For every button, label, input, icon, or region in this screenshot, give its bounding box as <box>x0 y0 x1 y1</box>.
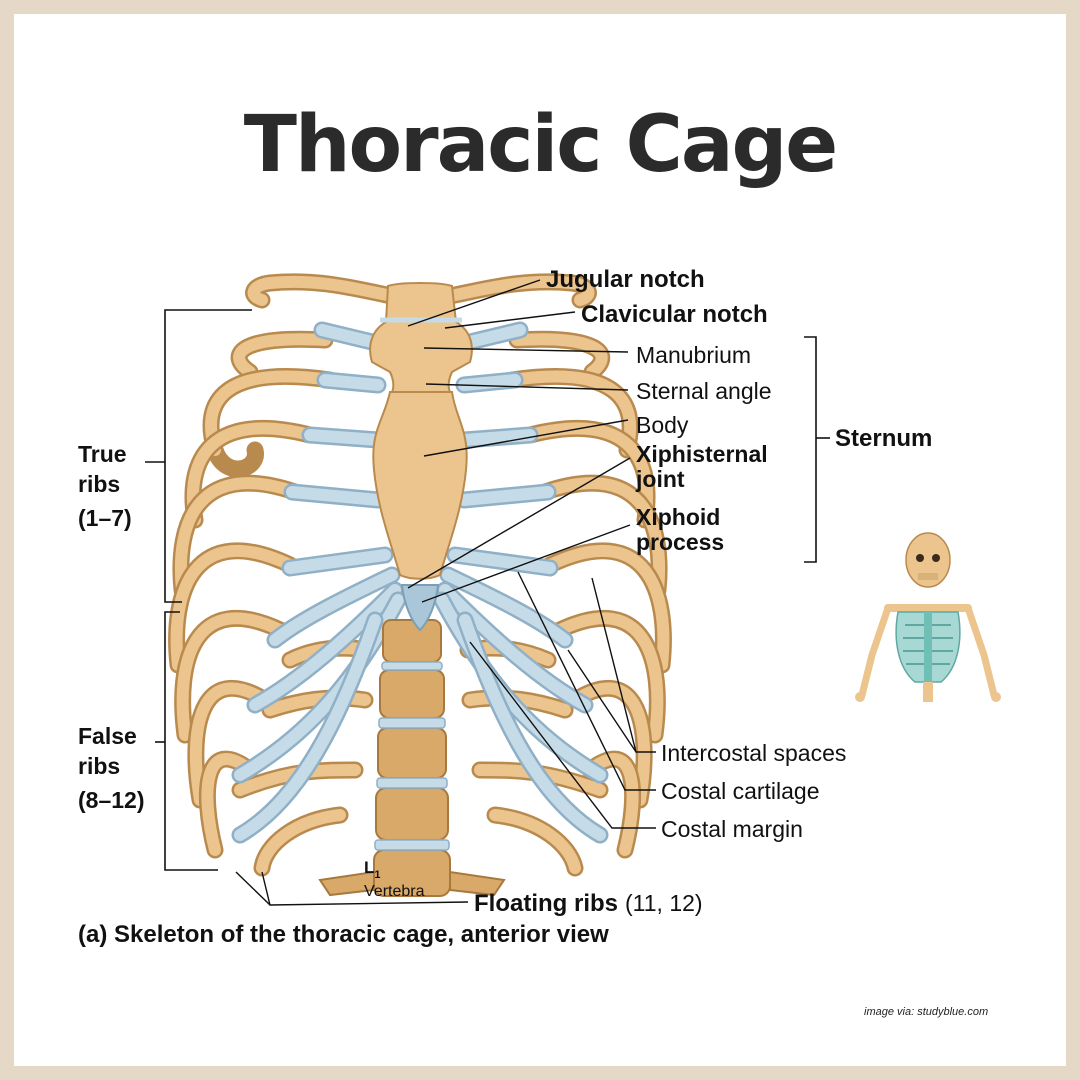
true-ribs-bracket <box>164 309 252 603</box>
sternum-bracket <box>804 336 817 563</box>
false-ribs-bracket <box>164 611 218 871</box>
image-credit: image via: studyblue.com <box>864 1006 989 1018</box>
label-sternum: Sternum <box>835 425 932 452</box>
brackets <box>145 309 830 871</box>
label-false-ribs-3: (8–12) <box>78 787 144 813</box>
label-true-ribs-1: True <box>78 441 127 467</box>
label-intercostal-spaces: Intercostal spaces <box>661 740 846 766</box>
label-vertebra: Vertebra <box>364 883 425 900</box>
manubrium-bone <box>369 282 473 393</box>
label-xiphisternal-joint-1: Xiphisternal <box>636 441 768 467</box>
labels: Jugular notch Clavicular notch Manubrium… <box>78 266 932 948</box>
label-true-ribs-3: (1–7) <box>78 505 132 531</box>
label-l1-subscript: 1 <box>374 869 380 881</box>
label-false-ribs-2: ribs <box>78 753 120 779</box>
intervertebral-discs <box>374 661 450 851</box>
label-clavicular-notch: Clavicular notch <box>581 301 768 328</box>
figure-caption: (a) Skeleton of the thoracic cage, anter… <box>78 921 609 948</box>
sternum-bone <box>369 282 473 632</box>
label-costal-margin: Costal margin <box>661 816 803 842</box>
label-jugular-notch: Jugular notch <box>546 266 705 293</box>
label-xiphisternal-joint-2: joint <box>635 466 685 492</box>
label-l1: L1 <box>364 858 381 881</box>
label-xiphoid-process-2: process <box>636 529 724 555</box>
label-false-ribs-1: False <box>78 723 137 749</box>
label-costal-cartilage: Costal cartilage <box>661 778 820 804</box>
costal-cartilages <box>231 321 609 844</box>
label-floating-ribs: Floating ribs(11, 12) <box>474 890 703 917</box>
clavicles <box>245 273 597 309</box>
page-title: Thoracic Cage <box>243 100 838 190</box>
leader-lines <box>235 279 656 906</box>
mini-skeleton-icon <box>855 532 1001 702</box>
xiphoid-bone <box>400 584 440 632</box>
label-manubrium: Manubrium <box>636 342 751 368</box>
rib-cage-illustration <box>168 273 1001 897</box>
label-true-ribs-2: ribs <box>78 471 120 497</box>
label-sternal-angle: Sternal angle <box>636 378 772 404</box>
label-xiphoid-process-1: Xiphoid <box>636 504 720 530</box>
label-body: Body <box>636 412 689 438</box>
vertebral-column <box>318 619 506 897</box>
ribs-left <box>168 330 377 877</box>
